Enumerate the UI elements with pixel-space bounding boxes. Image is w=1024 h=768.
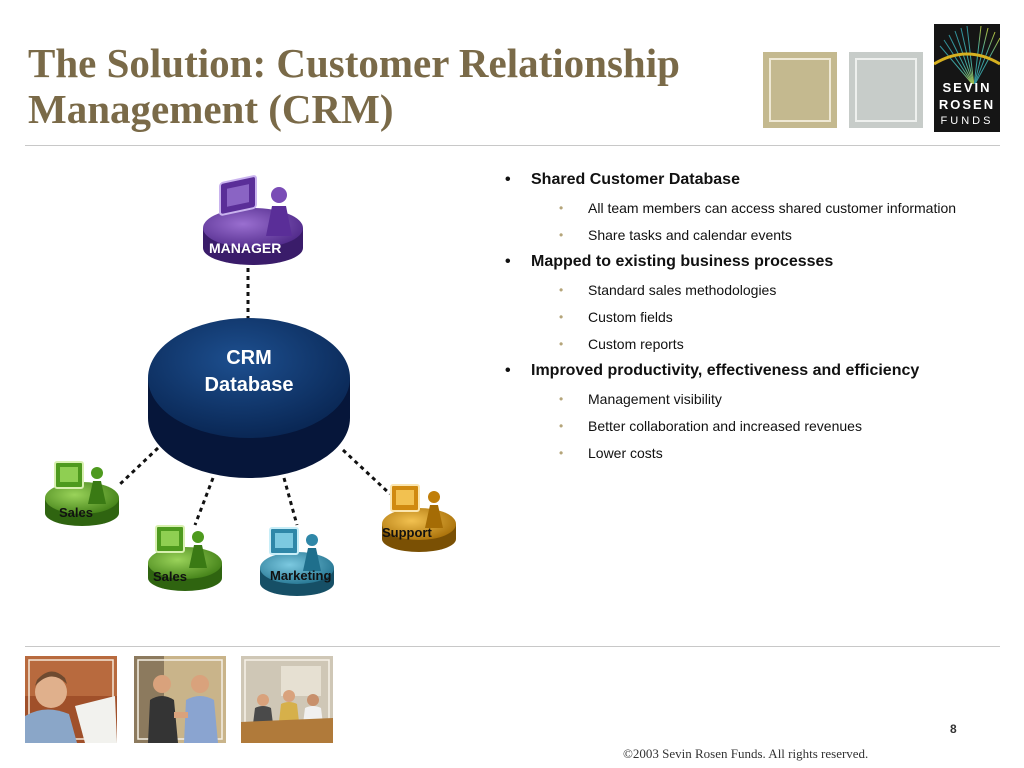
sub-bullet-item: •Custom fields	[559, 309, 673, 325]
sub-bullet-item: •Custom reports	[559, 336, 684, 352]
sub-bullet-item: •Management visibility	[559, 391, 722, 407]
computer-user-icon	[219, 175, 292, 236]
bullet-text: Shared Customer Database	[531, 171, 740, 188]
sub-bullet-text: Share tasks and calendar events	[588, 227, 792, 243]
sub-bullet-text: Better collaboration and increased reven…	[588, 418, 862, 434]
logo-text-line1: SEVIN	[942, 80, 992, 95]
database-icon	[148, 318, 350, 478]
crm-diagram	[45, 175, 456, 596]
decorative-grey-square	[849, 52, 923, 128]
sub-bullet-text: Management visibility	[588, 391, 722, 407]
sales-left-label: Sales	[59, 505, 93, 520]
sub-bullet-text: Custom reports	[588, 336, 684, 352]
decorative-tan-square	[763, 52, 837, 128]
sub-bullet-item: •Share tasks and calendar events	[559, 227, 792, 243]
sub-bullet-item: •Lower costs	[559, 445, 663, 461]
sub-bullet-text: Lower costs	[588, 445, 663, 461]
sevin-rosen-logo: SEVIN ROSEN FUNDS	[934, 24, 1000, 132]
sub-bullet-text: All team members can access shared custo…	[588, 200, 957, 216]
sales-middle-label: Sales	[153, 569, 187, 584]
slide-title: The Solution: Customer Relationship Mana…	[28, 40, 748, 132]
bullet-item: •Improved productivity, effectiveness an…	[505, 362, 920, 379]
photo-meeting	[241, 656, 333, 743]
photo-man-reading	[25, 656, 117, 743]
logo-text-line2: ROSEN	[938, 97, 996, 112]
slide-title-line2: Management (CRM)	[28, 86, 394, 132]
bullet-text: Mapped to existing business processes	[531, 253, 834, 270]
sub-bullet-item: •Standard sales methodologies	[559, 282, 777, 298]
photo-handshake	[134, 656, 226, 743]
bullet-item: •Mapped to existing business processes	[505, 253, 834, 270]
crm-database-label-line2: Database	[204, 374, 294, 396]
sunburst-icon	[934, 25, 1000, 84]
bullet-text: Improved productivity, effectiveness and…	[531, 362, 920, 379]
marketing-label: Marketing	[270, 568, 332, 583]
crm-database-label: CRM Database	[150, 345, 348, 399]
copyright-notice: ©2003 Sevin Rosen Funds. All rights rese…	[623, 746, 869, 761]
footer-divider	[25, 646, 1000, 647]
connector-lines	[116, 268, 392, 526]
support-node	[382, 484, 456, 552]
sub-bullet-item: •All team members can access shared cust…	[559, 200, 957, 216]
logo-text-line3: FUNDS	[940, 115, 994, 127]
sales-middle-node	[148, 525, 222, 591]
header-divider	[25, 145, 1000, 146]
marketing-node	[260, 527, 334, 596]
sub-bullet-text: Standard sales methodologies	[588, 282, 777, 298]
manager-label: MANAGER	[209, 240, 282, 256]
bullet-list: •Shared Customer Database •All team memb…	[505, 168, 1005, 468]
sub-bullet-text: Custom fields	[588, 309, 673, 325]
slide-title-line1: The Solution: Customer Relationship	[28, 40, 680, 86]
crm-database-label-line1: CRM	[226, 347, 272, 369]
page-number: 8	[950, 722, 957, 736]
sub-bullet-item: •Better collaboration and increased reve…	[559, 418, 862, 434]
bullet-item: •Shared Customer Database	[505, 171, 740, 188]
sales-left-node	[45, 461, 119, 526]
support-label: Support	[382, 525, 432, 540]
manager-node	[203, 175, 303, 265]
